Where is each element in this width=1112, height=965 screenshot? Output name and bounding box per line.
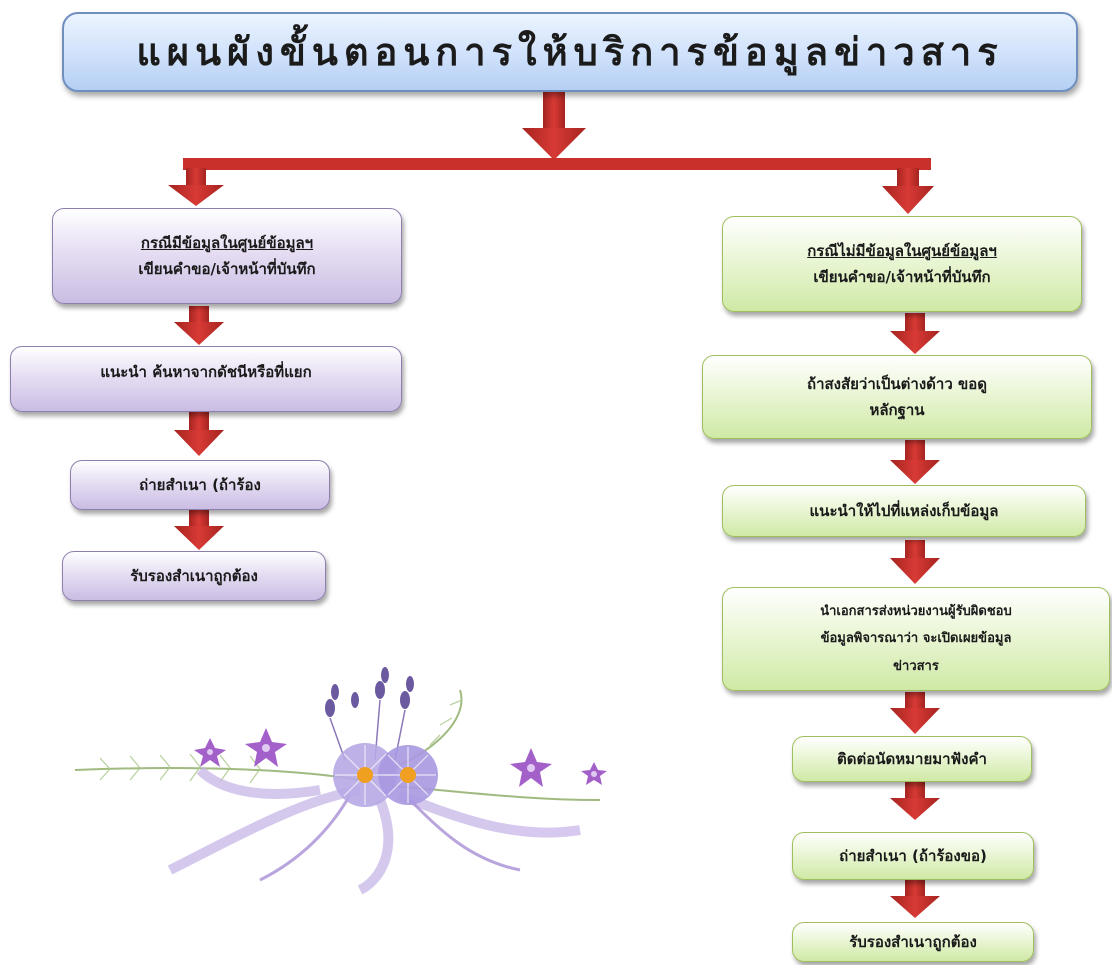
diagram-title: แผนผังขั้นตอนการให้บริการข้อมูลข่าวสาร <box>62 12 1078 92</box>
right-step-7: รับรองสำเนาถูกต้อง <box>792 922 1034 962</box>
left-step-3: ถ่ายสำเนา (ถ้าร้อง <box>70 460 330 510</box>
right-case-box: กรณีไม่มีข้อมูลในศูนย์ข้อมูลฯ เขียนคำขอ/… <box>722 216 1082 312</box>
right-step-7-text: รับรองสำเนาถูกต้อง <box>849 932 977 951</box>
left-step-2: แนะนำ ค้นหาจากดัชนีหรือที่แยก <box>10 346 402 412</box>
right-step-5: ติดต่อนัดหมายมาฟังคำ <box>792 736 1032 782</box>
arrow-right-1 <box>890 313 940 354</box>
right-step-4-line1: นำเอกสารส่งหน่วยงานผู้รับผิดชอบ <box>820 604 1012 620</box>
branch-bar <box>183 158 931 170</box>
arrow-left-3 <box>174 510 224 550</box>
right-step-4: นำเอกสารส่งหน่วยงานผู้รับผิดชอบ ข้อมูลพิ… <box>722 587 1110 691</box>
right-step-6-text: ถ่ายสำเนา (ถ้าร้องขอ) <box>839 846 987 865</box>
left-step-4: รับรองสำเนาถูกต้อง <box>62 551 326 601</box>
left-step-4-text: รับรองสำเนาถูกต้อง <box>130 566 258 585</box>
right-step-5-text: ติดต่อนัดหมายมาฟังคำ <box>837 749 987 768</box>
arrow-right-4 <box>890 692 940 734</box>
left-step-2-text: แนะนำ ค้นหาจากดัชนีหรือที่แยก <box>100 363 312 381</box>
arrow-right-5 <box>890 782 940 820</box>
title-text: แผนผังขั้นตอนการให้บริการข้อมูลข่าวสาร <box>136 29 1004 74</box>
left-case-heading: กรณีมีข้อมูลในศูนย์ข้อมูลฯ <box>140 233 314 252</box>
arrow-right-branch <box>882 168 934 214</box>
arrow-title-down <box>522 92 586 160</box>
right-step-3: แนะนำให้ไปที่แหล่งเก็บข้อมูล <box>722 485 1086 537</box>
right-step-2-line1: ถ้าสงสัยว่าเป็นต่างด้าว ขอดู <box>807 374 987 393</box>
left-case-box: กรณีมีข้อมูลในศูนย์ข้อมูลฯ เขียนคำขอ/เจ้… <box>52 208 402 304</box>
right-step-6: ถ่ายสำเนา (ถ้าร้องขอ) <box>792 832 1034 880</box>
arrow-left-2 <box>174 412 224 456</box>
right-step-4-line3: ข่าวสาร <box>893 658 939 674</box>
arrow-right-6 <box>890 880 940 918</box>
arrow-left-1 <box>174 306 224 345</box>
right-case-heading: กรณีไม่มีข้อมูลในศูนย์ข้อมูลฯ <box>807 241 997 260</box>
right-step-4-line2: ข้อมูลพิจารณาว่า จะเปิดเผยข้อมูล <box>820 631 1012 647</box>
right-step-2-line2: หลักฐาน <box>869 401 925 419</box>
right-case-text: เขียนคำขอ/เจ้าหน้าที่บันทึก <box>813 268 991 286</box>
arrow-left-branch <box>168 168 224 206</box>
left-step-3-text: ถ่ายสำเนา (ถ้าร้อง <box>139 475 261 494</box>
arrow-right-3 <box>890 540 940 584</box>
arrow-right-2 <box>890 440 940 484</box>
left-case-text: เขียนคำขอ/เจ้าหน้าที่บันทึก <box>138 260 316 278</box>
right-step-3-text: แนะนำให้ไปที่แหล่งเก็บข้อมูล <box>809 501 999 520</box>
right-step-2: ถ้าสงสัยว่าเป็นต่างด้าว ขอดู หลักฐาน <box>702 355 1092 439</box>
